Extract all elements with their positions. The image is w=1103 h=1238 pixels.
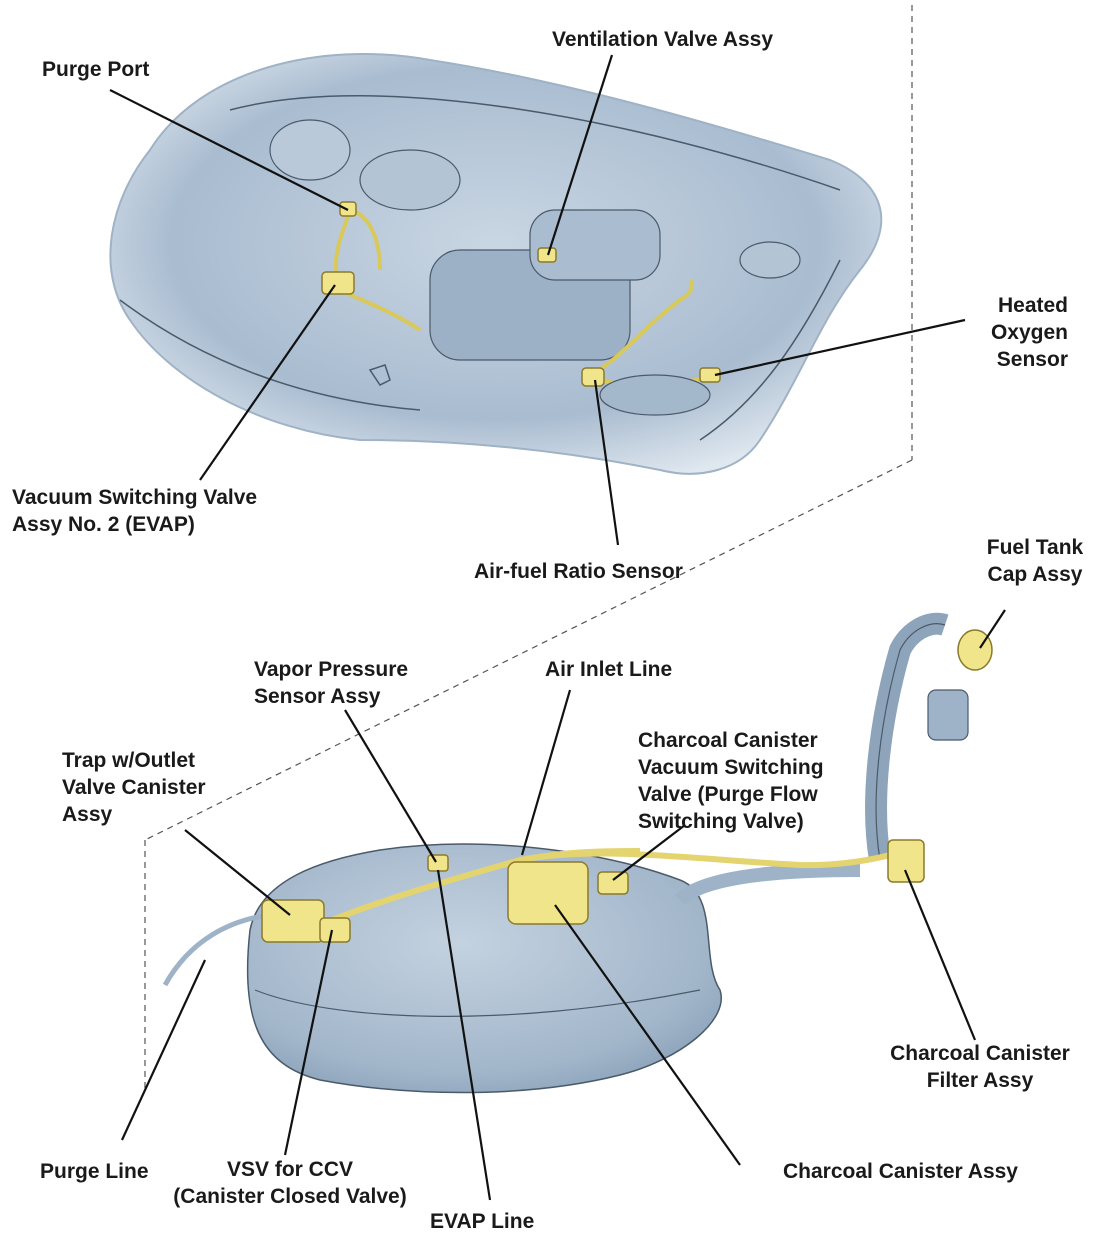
leader-canister-filter xyxy=(905,870,975,1040)
label-vsv-ccv: VSV for CCV (Canister Closed Valve) xyxy=(170,1156,410,1210)
vsv-no2-body xyxy=(322,272,354,294)
label-air-fuel-ratio: Air-fuel Ratio Sensor xyxy=(474,558,683,585)
charcoal-canister-vsv-body xyxy=(598,872,628,894)
label-purge-port: Purge Port xyxy=(42,56,149,83)
vsv-ccv-body xyxy=(320,918,350,942)
label-vsv-no2: Vacuum Switching Valve Assy No. 2 (EVAP) xyxy=(12,484,257,538)
canister-filter-body xyxy=(888,840,924,882)
label-heated-oxygen-sensor: Heated Oxygen Sensor xyxy=(960,292,1068,373)
label-charcoal-canister-vsv: Charcoal Canister Vacuum Switching Valve… xyxy=(638,727,824,835)
trap-canister-body xyxy=(262,900,324,942)
label-charcoal-canister: Charcoal Canister Assy xyxy=(783,1158,1018,1185)
radiator-cap xyxy=(740,242,800,278)
label-fuel-tank-cap: Fuel Tank Cap Assy xyxy=(975,534,1095,588)
leader-purge-line xyxy=(122,960,205,1140)
label-evap-line: EVAP Line xyxy=(430,1208,534,1235)
label-ventilation-valve: Ventilation Valve Assy xyxy=(552,26,773,53)
label-trap-canister: Trap w/Outlet Valve Canister Assy xyxy=(62,747,206,828)
engine-compartment xyxy=(110,54,881,474)
tank-to-filler-hose xyxy=(680,870,860,900)
label-air-inlet-line: Air Inlet Line xyxy=(545,656,672,683)
label-vapor-pressure-sensor: Vapor Pressure Sensor Assy xyxy=(254,656,408,710)
charcoal-canister-body xyxy=(508,862,588,924)
af-sensor-body xyxy=(582,368,604,386)
vapor-pressure-sensor-body xyxy=(428,855,448,871)
ventilation-valve-body xyxy=(538,248,556,262)
filler-neck xyxy=(876,624,945,860)
exhaust-pipe xyxy=(600,375,710,415)
leader-fuel-tank-cap xyxy=(980,610,1005,648)
air-cleaner xyxy=(530,210,660,280)
label-purge-line: Purge Line xyxy=(40,1158,149,1185)
battery xyxy=(360,150,460,210)
leader-vapor-pressure xyxy=(345,710,436,862)
reservoir xyxy=(270,120,350,180)
leader-trap-canister xyxy=(185,830,290,915)
fuel-tank xyxy=(248,844,722,1092)
leader-air-inlet xyxy=(522,690,570,855)
filler-pipe-body xyxy=(928,690,968,740)
label-canister-filter: Charcoal Canister Filter Assy xyxy=(870,1040,1090,1094)
